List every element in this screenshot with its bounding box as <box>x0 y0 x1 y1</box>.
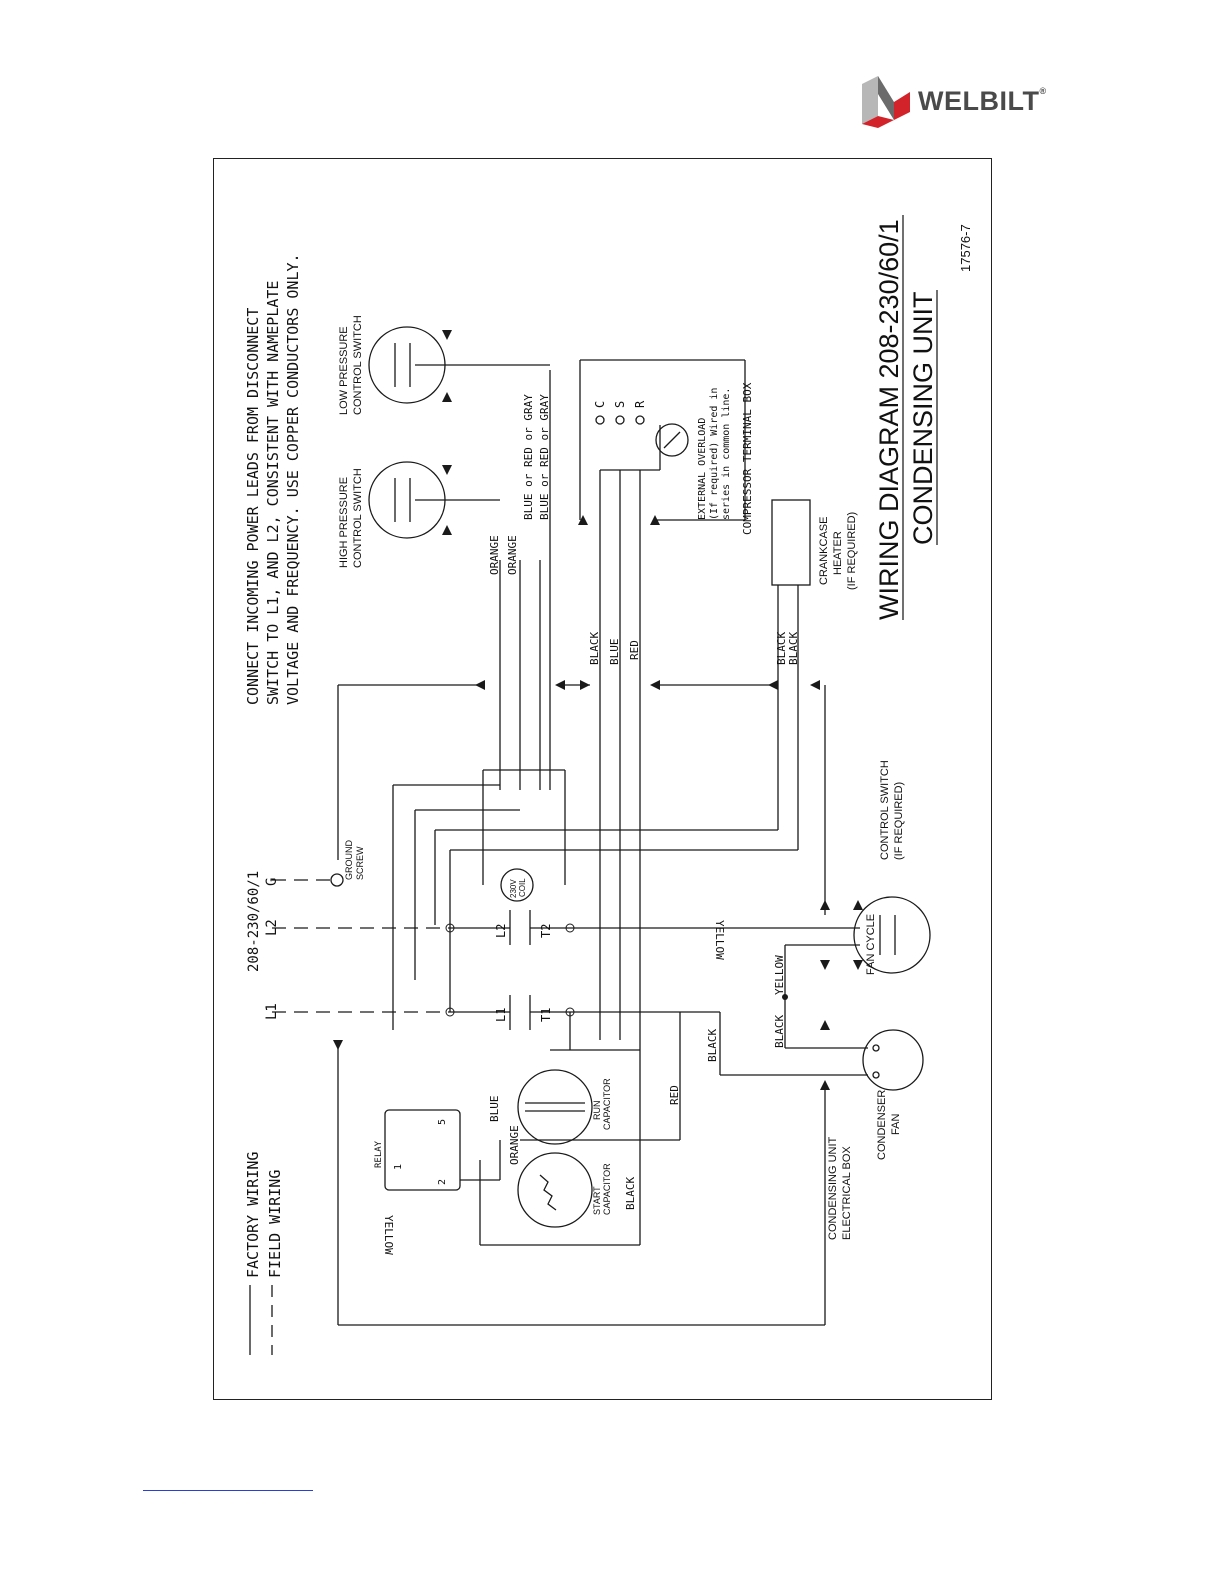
wire-yellow-3: YELLOW <box>382 1215 395 1255</box>
relay-pin-2: 2 <box>437 1179 448 1185</box>
supply-g: G <box>264 878 280 886</box>
wire-blue-2: BLUE <box>488 1096 501 1123</box>
supply-voltage: 208-230/60/1 <box>246 871 262 972</box>
wire-brg-2: BLUE or RED or GRAY <box>538 394 551 520</box>
note-line-3: VOLTAGE AND FREQUENCY. USE COPPER CONDUC… <box>284 253 302 705</box>
legend-field: FIELD WIRING <box>266 1170 284 1278</box>
relay-icon <box>384 1109 461 1191</box>
supply-l1: L1 <box>264 1003 280 1020</box>
terminal-c-label: C <box>593 401 607 408</box>
wire-blue-1: BLUE <box>608 639 621 666</box>
terminal-r-label: R <box>633 400 647 408</box>
electrical-box-label-2: ELECTRICAL BOX <box>841 1146 853 1240</box>
hp-label-1: HIGH PRESSURE <box>338 477 350 568</box>
start-cap-label-2: CAPACITOR <box>602 1163 612 1215</box>
electrical-box-label-1: CONDENSING UNIT <box>827 1136 839 1240</box>
crankcase-label-3: (IF REQUIRED) <box>846 512 858 590</box>
footer-link[interactable] <box>143 1490 313 1491</box>
terminal-s-icon <box>615 415 625 425</box>
supply-l2: L2 <box>264 919 280 936</box>
diagram-frame <box>213 158 992 1400</box>
fan-switch-icon <box>853 896 931 974</box>
welbilt-mark-icon <box>862 76 910 128</box>
ground-label-2: SCREW <box>355 846 365 880</box>
hp-label-2: CONTROL SWITCH <box>352 468 364 568</box>
terminal-box-label: COMPRESSOR TERMINAL BOX <box>741 382 754 535</box>
fan-switch-label-1: FAN CYCLE <box>865 914 877 975</box>
brand-name: WELBILT <box>918 86 1040 116</box>
ground-screw-icon <box>330 873 344 887</box>
wire-black-5: BLACK <box>706 1029 719 1062</box>
wire-orange-3: ORANGE <box>508 1125 521 1165</box>
wire-yellow-2: YELLOW <box>773 955 786 995</box>
overload-icon <box>655 423 689 457</box>
wire-orange-2: ORANGE <box>506 535 519 575</box>
lp-label-1: LOW PRESSURE <box>338 326 350 415</box>
title-line-2: CONDENSING UNIT <box>908 291 938 545</box>
overload-label-2: (If required) Wired in <box>709 388 720 520</box>
run-cap-label-1: RUN <box>592 1101 602 1121</box>
wire-red-2: RED <box>668 1085 681 1105</box>
terminal-c-icon <box>595 415 605 425</box>
contactor-t2: T2 <box>539 924 553 938</box>
contactor-t1: T1 <box>539 1008 553 1022</box>
condenser-fan-icon <box>862 1029 924 1091</box>
condenser-fan-label-2: FAN <box>890 1114 902 1135</box>
crankcase-heater-icon <box>771 499 811 586</box>
wire-brg-1: BLUE or RED or GRAY <box>522 394 535 520</box>
wire-black-1: BLACK <box>588 632 601 665</box>
terminal-s-label: S <box>613 401 627 408</box>
coil-label-1: 230V <box>509 879 518 898</box>
lp-label-2: CONTROL SWITCH <box>352 315 364 415</box>
relay-pin-5: 5 <box>437 1119 448 1125</box>
low-pressure-switch-icon <box>368 326 446 404</box>
condenser-fan-label-1: CONDENSER <box>876 1090 888 1160</box>
fan-switch-label-3: (IF REQUIRED) <box>893 782 905 860</box>
run-cap-label-2: CAPACITOR <box>602 1078 612 1130</box>
start-cap-label-1: START <box>592 1186 602 1215</box>
legend-factory: FACTORY WIRING <box>244 1152 262 1278</box>
wire-red-1: RED <box>628 640 641 660</box>
relay-label: RELAY <box>374 1140 384 1168</box>
start-capacitor-icon <box>517 1152 593 1228</box>
coil-label-2: COIL <box>518 878 527 897</box>
fan-switch-label-2: CONTROL SWITCH <box>879 760 891 860</box>
wire-black-2: BLACK <box>775 632 788 665</box>
ground-label-1: GROUND <box>344 840 354 880</box>
run-capacitor-icon <box>517 1069 593 1145</box>
coil-icon <box>500 868 534 902</box>
contactor-l1: L1 <box>494 1008 508 1022</box>
crankcase-label-2: HEATER <box>832 531 844 575</box>
relay-pin-1: 1 <box>393 1164 404 1170</box>
note-line-1: CONNECT INCOMING POWER LEADS FROM DISCON… <box>244 308 262 705</box>
terminal-r-icon <box>635 415 645 425</box>
overload-label-3: series in common line. <box>721 388 732 520</box>
wire-black-3: BLACK <box>787 632 800 665</box>
wire-orange-1: ORANGE <box>488 535 501 575</box>
wire-yellow-1: YELLOW <box>713 920 726 960</box>
wire-black-4: BLACK <box>773 1015 786 1048</box>
welbilt-logo: WELBILT® <box>858 72 1058 128</box>
drawing-number: 17576-7 <box>958 224 973 272</box>
title-line-1: WIRING DIAGRAM 208-230/60/1 <box>874 219 904 620</box>
overload-label-1: EXTERNAL OVERLOAD <box>697 418 708 520</box>
wire-black-6: BLACK <box>624 1177 637 1210</box>
note-line-2: SWITCH TO L1, AND L2, CONSISTENT WITH NA… <box>264 281 282 705</box>
crankcase-label-1: CRANKCASE <box>818 517 830 585</box>
high-pressure-switch-icon <box>368 461 446 539</box>
contactor-l2: L2 <box>494 924 508 938</box>
brand-reg: ® <box>1039 86 1047 96</box>
